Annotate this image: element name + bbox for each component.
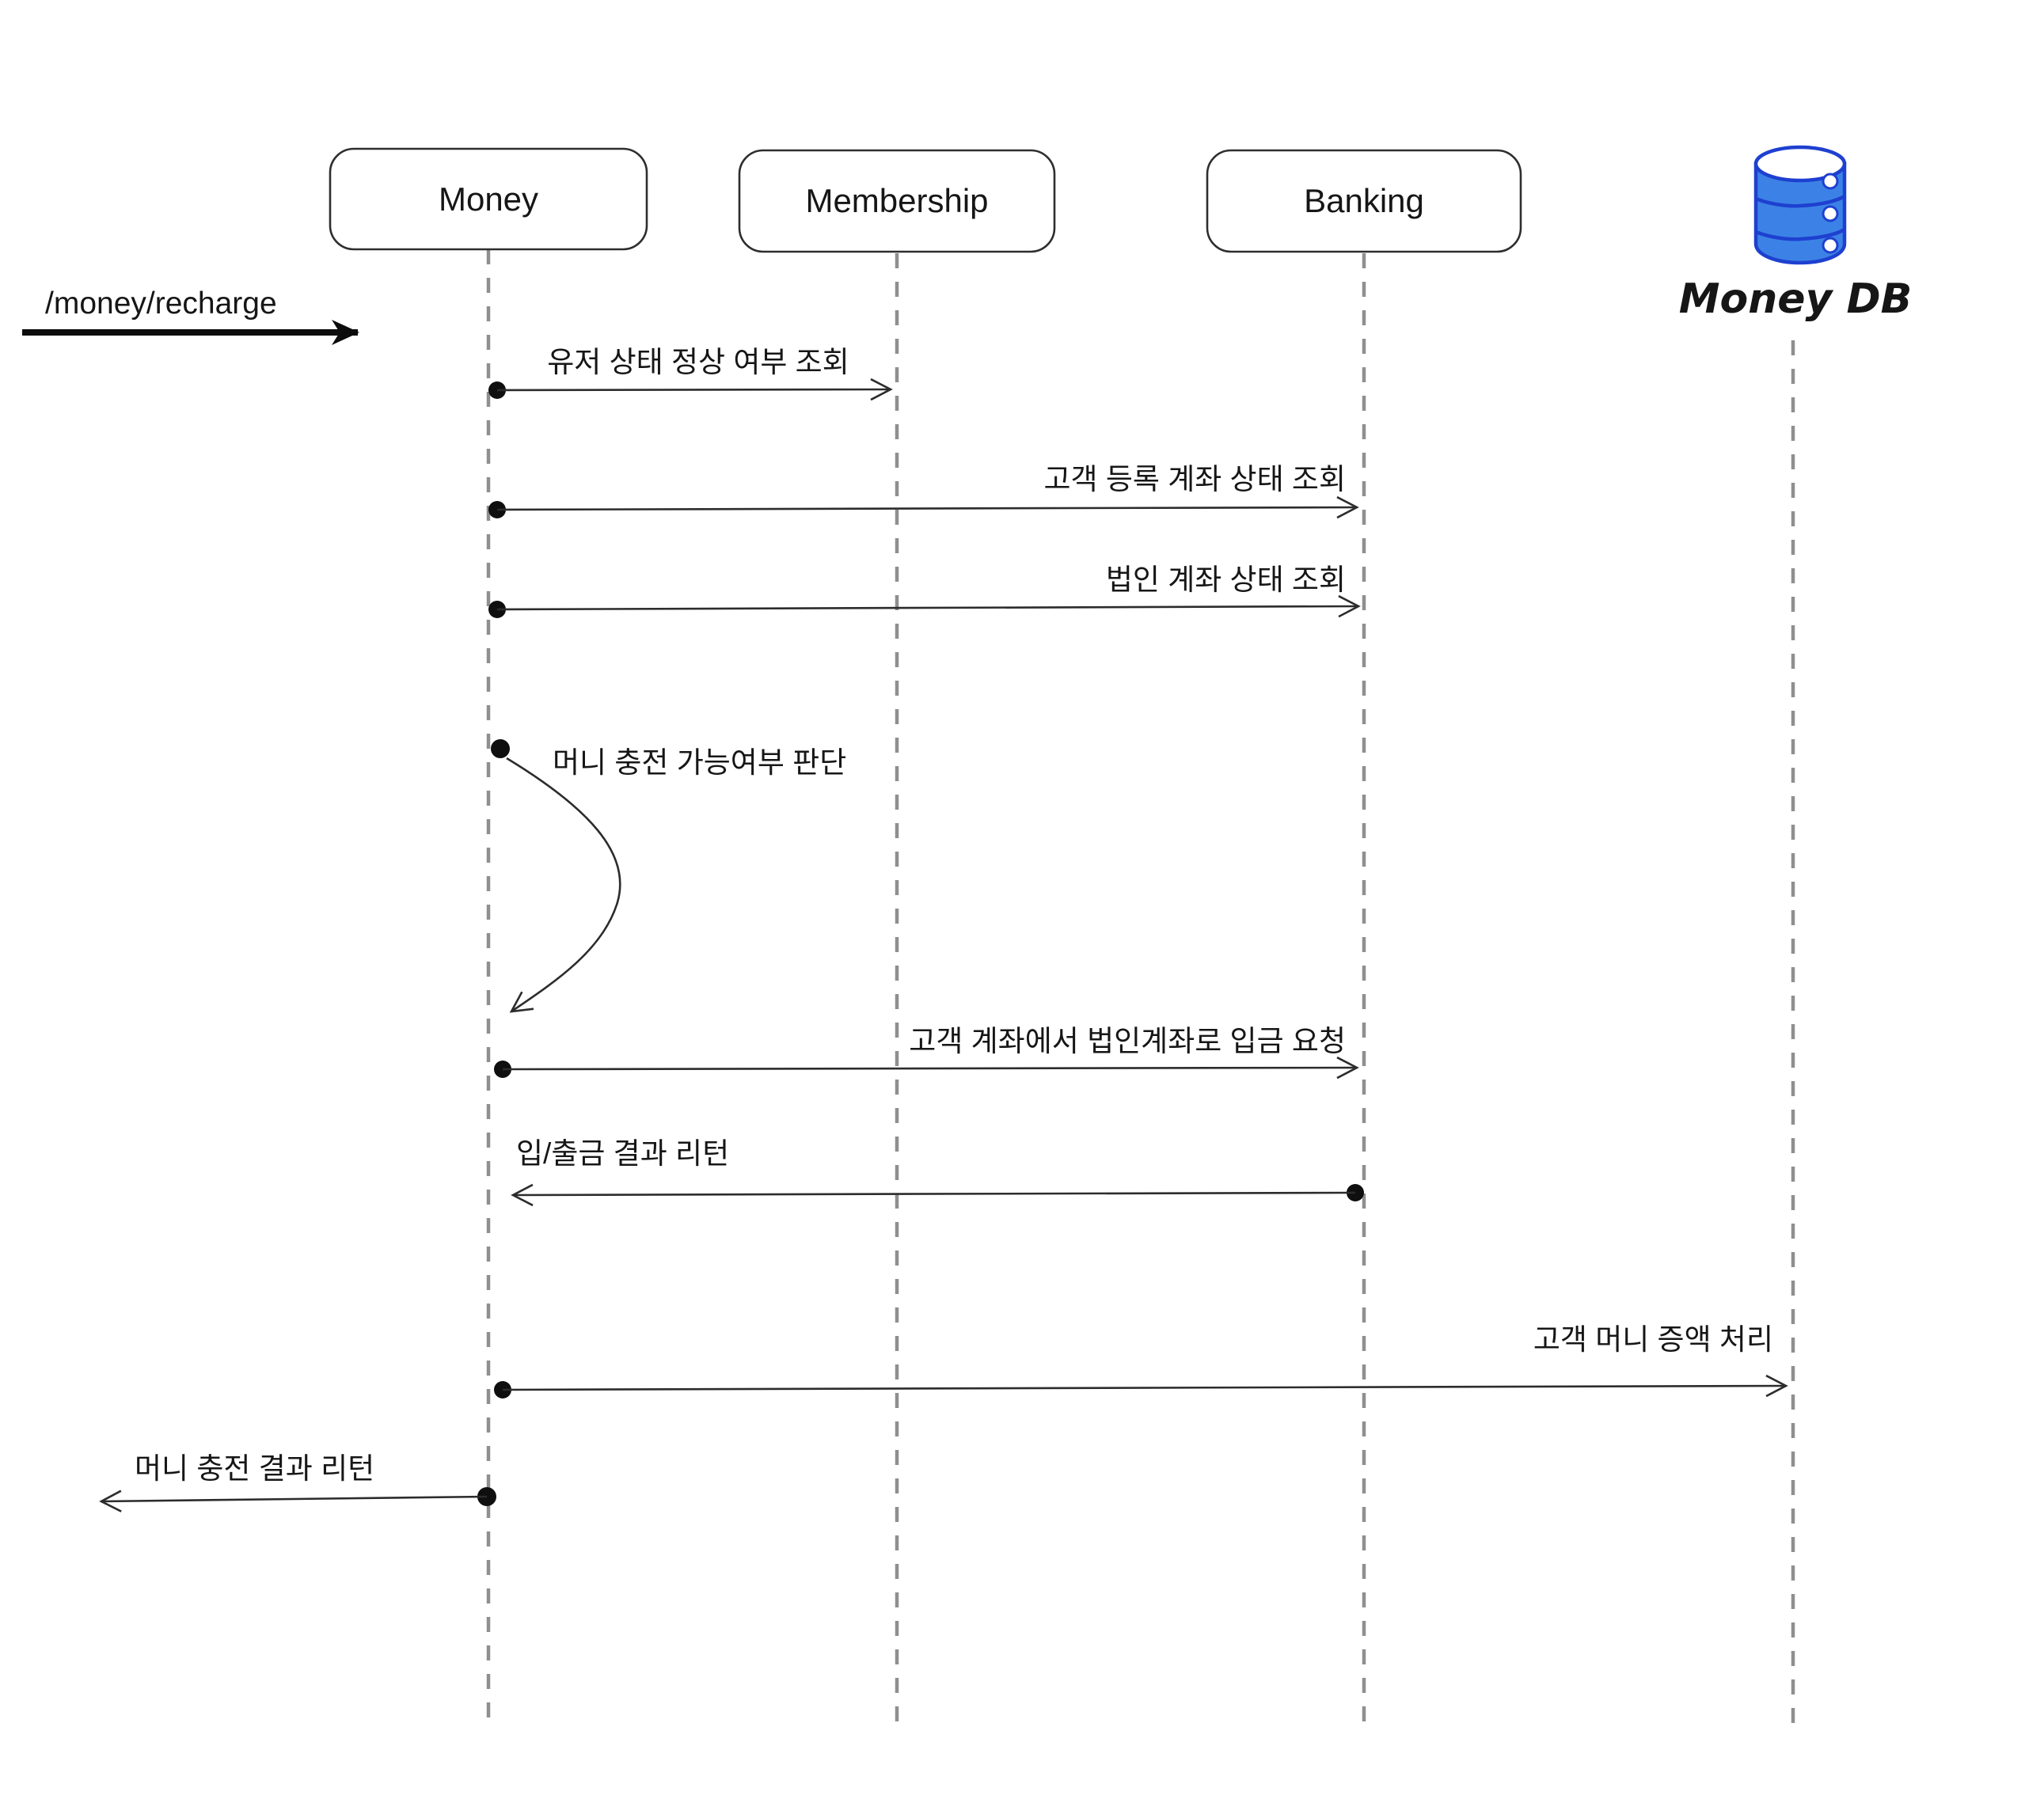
message-7: 고객 머니 증액 처리 [494, 1323, 1788, 1398]
actor-money-db-label: Money DB [1679, 275, 1913, 323]
message-2: 고객 등록 계좌 상태 조회 [488, 463, 1359, 519]
actor-money: Money [329, 147, 648, 251]
message-3-label: 법인 계좌 상태 조회 [1106, 564, 1346, 596]
message-8: 머니 충전 결과 리턴 [99, 1452, 496, 1512]
actor-banking-box [1206, 149, 1522, 253]
actor-membership-box [738, 149, 1056, 253]
message-3: 법인 계좌 상태 조회 [488, 564, 1361, 618]
message-4-source-dot [491, 739, 510, 758]
actor-money-db: Money DB [1679, 145, 1913, 323]
actor-banking-label: Banking [1304, 182, 1424, 219]
message-5-arrow [502, 1056, 1359, 1080]
message-6: 입/출금 결과 리턴 [511, 1137, 1364, 1207]
database-icon [1753, 145, 1847, 265]
message-6-arrow [511, 1183, 1356, 1207]
message-2-label: 고객 등록 계좌 상태 조회 [1043, 463, 1346, 495]
actor-banking: Banking [1206, 149, 1522, 253]
message-4-label: 머니 충전 가능여부 판단 [553, 746, 846, 779]
actor-money-box [329, 147, 648, 251]
message-7-label: 고객 머니 증액 처리 [1533, 1323, 1773, 1356]
message-1: 유저 상태 정상 여부 조회 [488, 346, 893, 401]
actor-money-label: Money [439, 180, 538, 218]
message-6-label: 입/출금 결과 리턴 [516, 1137, 729, 1170]
message-7-arrow [502, 1374, 1788, 1398]
message-1-label: 유저 상태 정상 여부 조회 [547, 346, 849, 378]
incoming-request: /money/recharge [22, 287, 359, 345]
message-1-arrow [496, 378, 893, 401]
message-3-arrow [496, 594, 1361, 618]
actor-membership: Membership [738, 149, 1056, 253]
message-5-label: 고객 계좌에서 법인계좌로 입금 요청 [909, 1025, 1346, 1057]
message-5: 고객 계좌에서 법인계좌로 입금 요청 [494, 1025, 1359, 1080]
message-4-self: 머니 충전 가능여부 판단 [491, 739, 846, 1013]
message-4-self-arrow [506, 757, 621, 1013]
message-2-arrow [496, 495, 1359, 519]
actor-membership-label: Membership [805, 182, 988, 219]
message-8-arrow [99, 1490, 488, 1512]
message-8-label: 머니 충전 결과 리턴 [135, 1452, 374, 1485]
incoming-request-label: /money/recharge [45, 287, 277, 321]
